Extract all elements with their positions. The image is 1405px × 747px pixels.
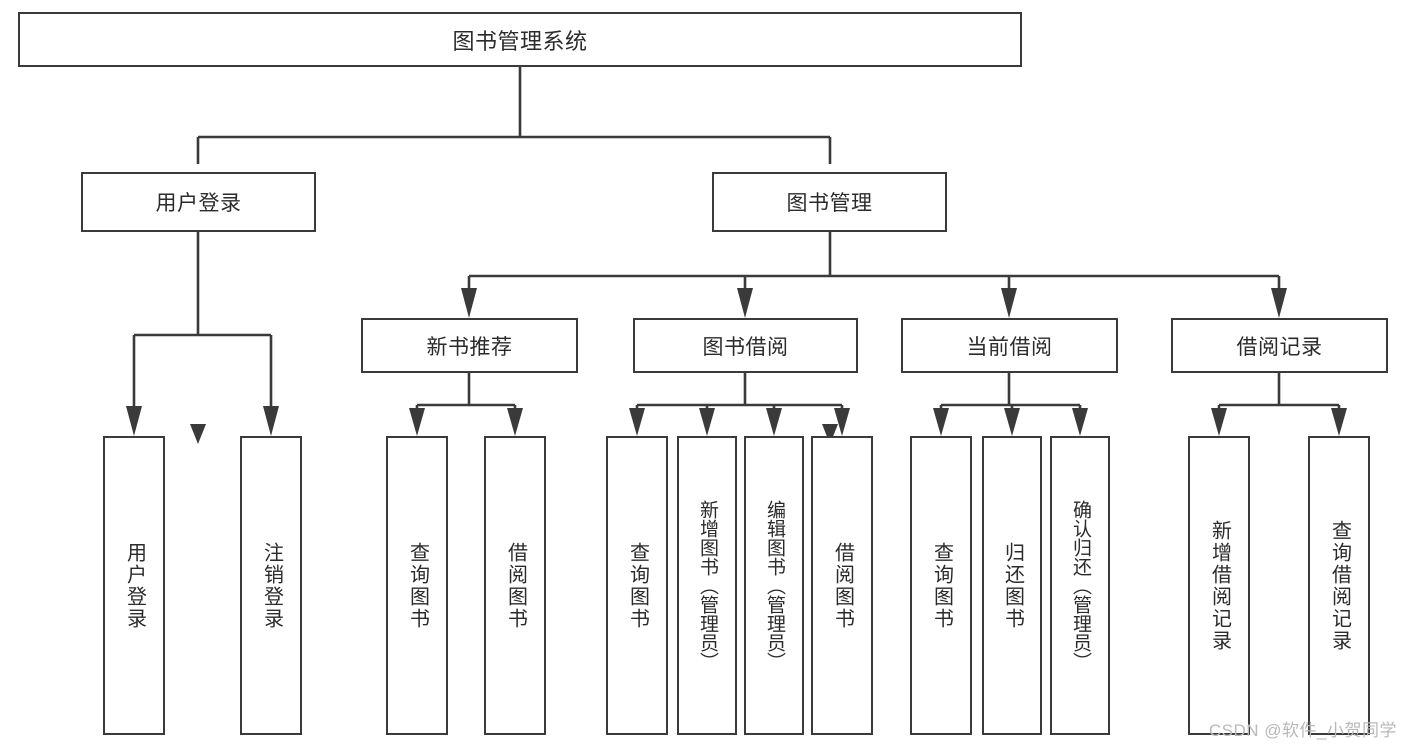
leaf-user-login-label: 用户登录 bbox=[123, 541, 146, 630]
leaf-user-logout[interactable]: 注销登录 bbox=[240, 436, 302, 735]
leaf-borrow-book[interactable]: 借阅图书 bbox=[811, 436, 873, 735]
leaf-add-book-admin-label: 新增图书（管理员） bbox=[696, 500, 718, 671]
leaf-borrow-book-label: 借阅图书 bbox=[831, 541, 854, 630]
leaf-query-book-new[interactable]: 查询图书 bbox=[386, 436, 448, 735]
node-root-label: 图书管理系统 bbox=[452, 28, 588, 54]
node-user-login[interactable]: 用户登录 bbox=[81, 172, 316, 232]
leaf-return-book-label: 归还图书 bbox=[1001, 541, 1024, 630]
node-root[interactable]: 图书管理系统 bbox=[18, 12, 1022, 67]
leaf-user-login[interactable]: 用户登录 bbox=[103, 436, 165, 735]
node-book-management[interactable]: 图书管理 bbox=[712, 172, 947, 232]
leaf-add-borrow-record-label: 新增借阅记录 bbox=[1208, 519, 1231, 652]
leaf-add-book-admin[interactable]: 新增图书（管理员） bbox=[677, 436, 737, 735]
leaf-borrow-book-new[interactable]: 借阅图书 bbox=[484, 436, 546, 735]
node-current-borrow-label: 当前借阅 bbox=[966, 335, 1053, 359]
leaf-confirm-return-admin[interactable]: 确认归还（管理员） bbox=[1050, 436, 1110, 735]
leaf-confirm-return-admin-label: 确认归还（管理员） bbox=[1069, 500, 1091, 671]
leaf-query-borrow-record-label: 查询借阅记录 bbox=[1328, 519, 1351, 652]
node-borrow-records[interactable]: 借阅记录 bbox=[1171, 318, 1388, 373]
node-new-book-recommend-label: 新书推荐 bbox=[426, 335, 513, 359]
node-new-book-recommend[interactable]: 新书推荐 bbox=[361, 318, 578, 373]
leaf-query-borrow-record[interactable]: 查询借阅记录 bbox=[1308, 436, 1370, 735]
leaf-return-book[interactable]: 归还图书 bbox=[982, 436, 1042, 735]
node-user-login-label: 用户登录 bbox=[155, 192, 242, 215]
node-book-borrow[interactable]: 图书借阅 bbox=[633, 318, 858, 373]
node-current-borrow[interactable]: 当前借阅 bbox=[901, 318, 1118, 373]
leaf-query-book-current[interactable]: 查询图书 bbox=[910, 436, 972, 735]
leaf-edit-book-admin-label: 编辑图书（管理员） bbox=[763, 500, 785, 671]
leaf-add-borrow-record[interactable]: 新增借阅记录 bbox=[1188, 436, 1250, 735]
node-book-borrow-label: 图书借阅 bbox=[702, 335, 789, 359]
node-book-management-label: 图书管理 bbox=[786, 192, 873, 215]
leaf-user-logout-label: 注销登录 bbox=[260, 541, 283, 630]
leaf-edit-book-admin[interactable]: 编辑图书（管理员） bbox=[744, 436, 804, 735]
node-borrow-records-label: 借阅记录 bbox=[1236, 335, 1323, 359]
leaf-query-book-borrow[interactable]: 查询图书 bbox=[606, 436, 668, 735]
leaf-query-book-borrow-label: 查询图书 bbox=[626, 541, 649, 630]
leaf-query-book-new-label: 查询图书 bbox=[406, 541, 429, 630]
leaf-query-book-current-label: 查询图书 bbox=[930, 541, 953, 630]
leaf-borrow-book-new-label: 借阅图书 bbox=[504, 541, 527, 630]
watermark: CSDN @软件_小贺同学 bbox=[1208, 721, 1397, 740]
